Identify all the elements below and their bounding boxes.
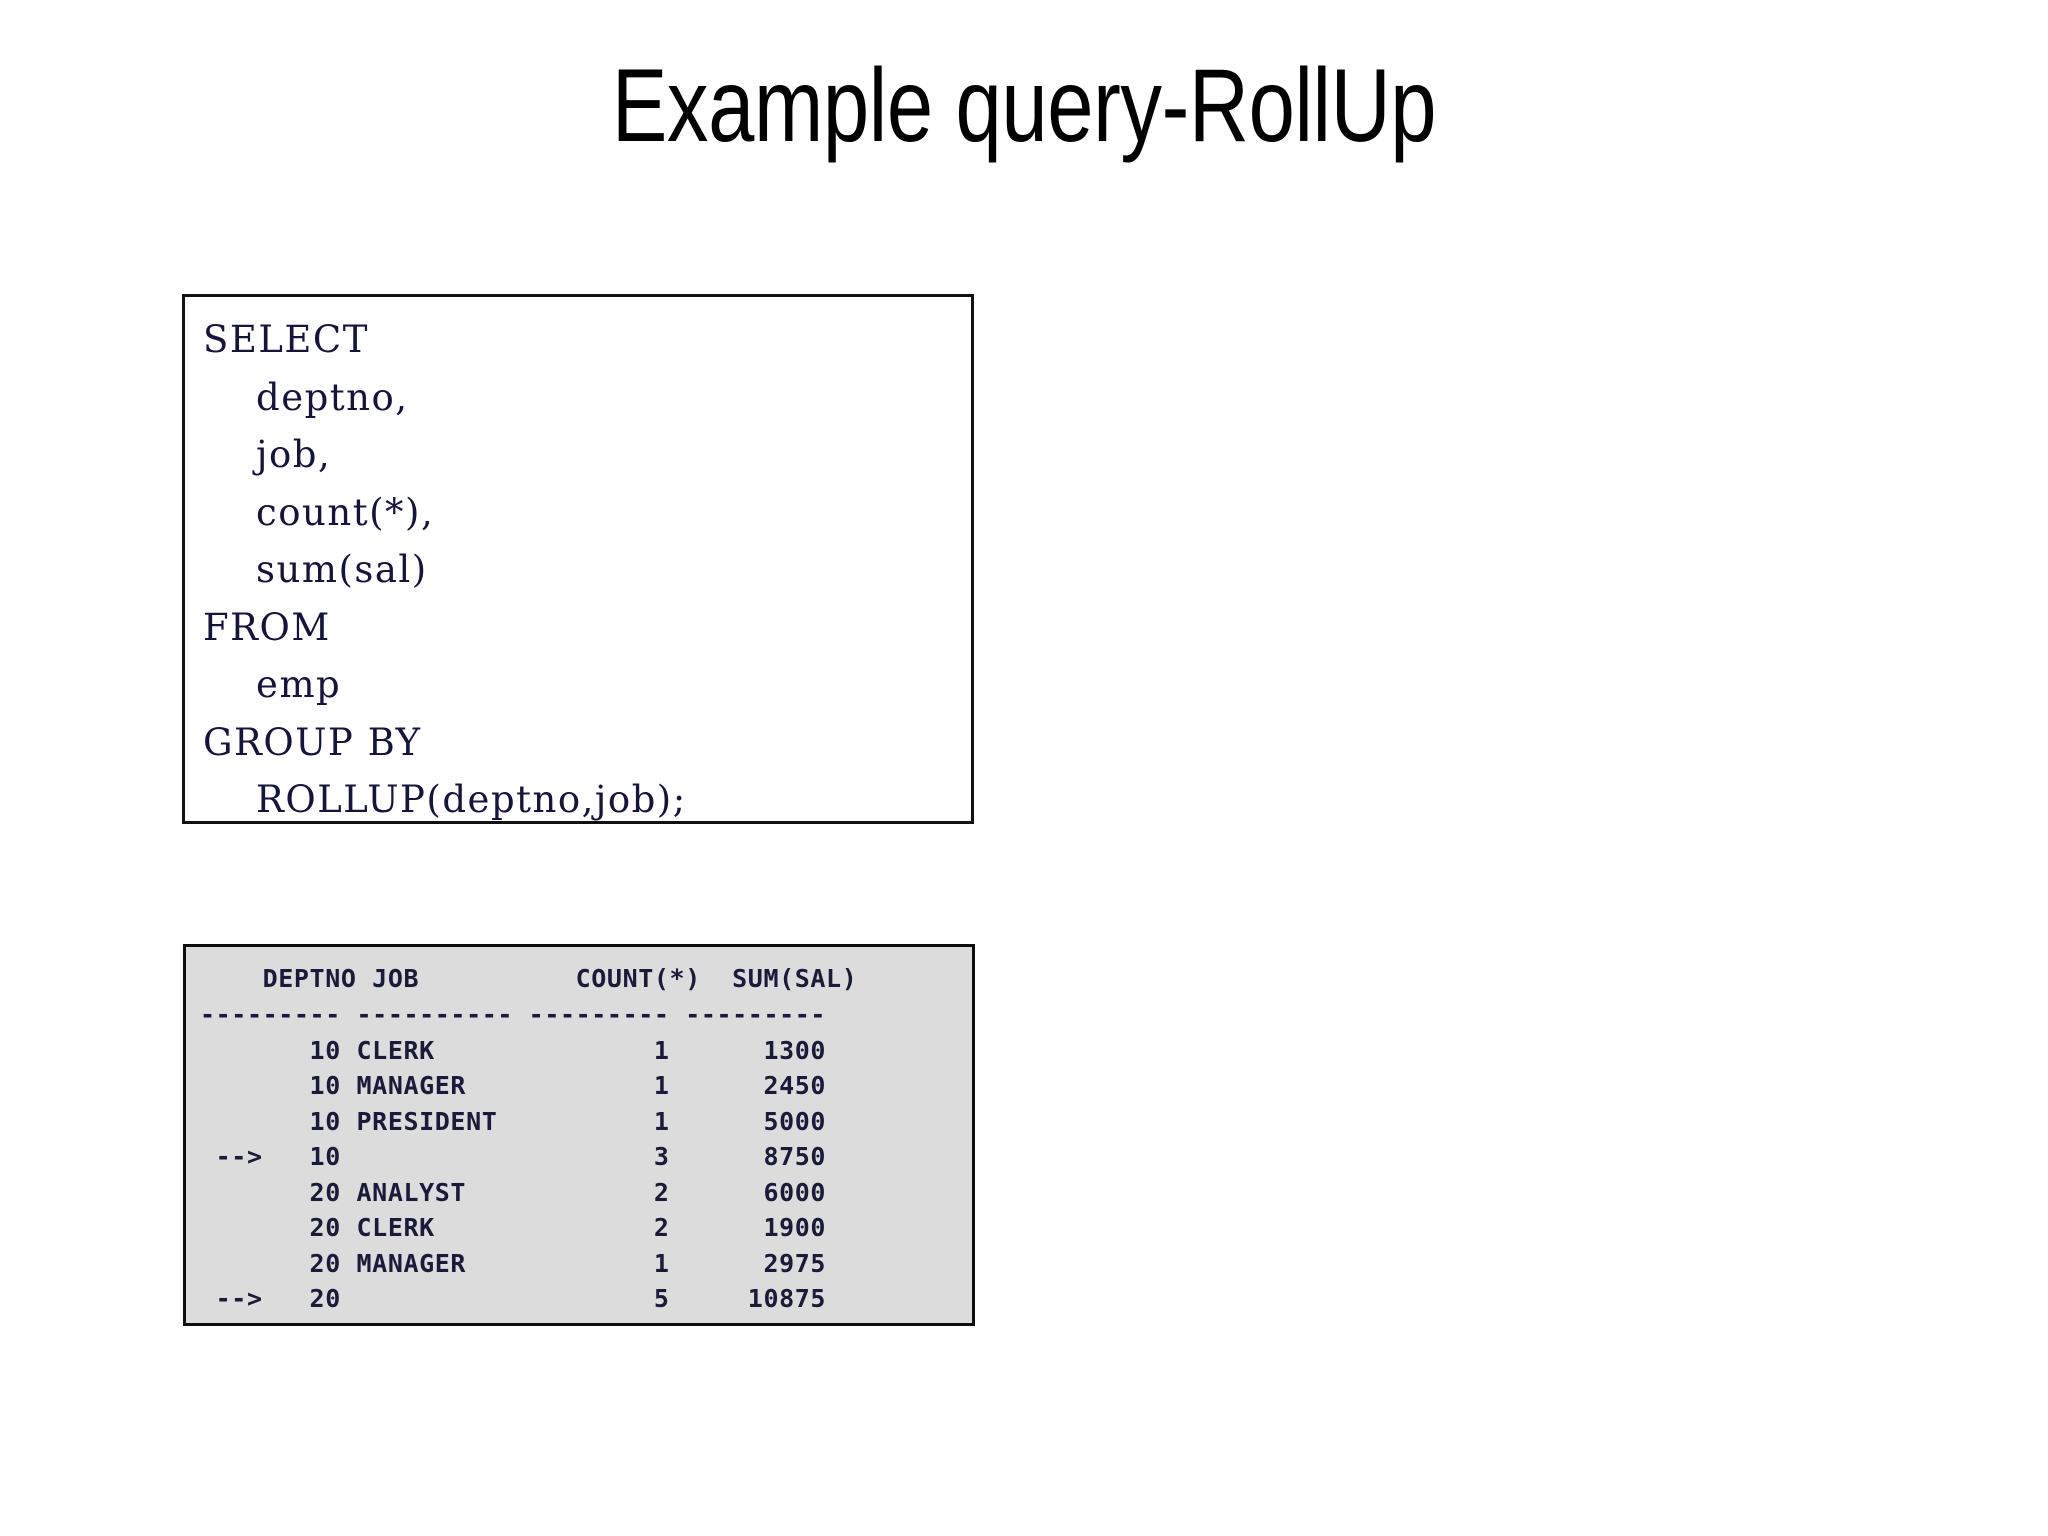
results-table-header: DEPTNO JOB COUNT(*) SUM(SAL) <box>200 964 858 993</box>
query-results-box: DEPTNO JOB COUNT(*) SUM(SAL) --------- -… <box>183 944 975 1326</box>
results-table-body: 10 CLERK 1 1300 10 MANAGER 1 2450 10 PRE… <box>215 1035 827 1314</box>
results-table-rule: --------- ---------- --------- --------- <box>200 999 827 1029</box>
page-title: Example query-RollUp <box>611 48 1437 164</box>
sql-query-box: SELECT deptno, job, count(*), sum(sal) F… <box>182 294 974 824</box>
sql-query-text: SELECT deptno, job, count(*), sum(sal) F… <box>203 318 687 821</box>
